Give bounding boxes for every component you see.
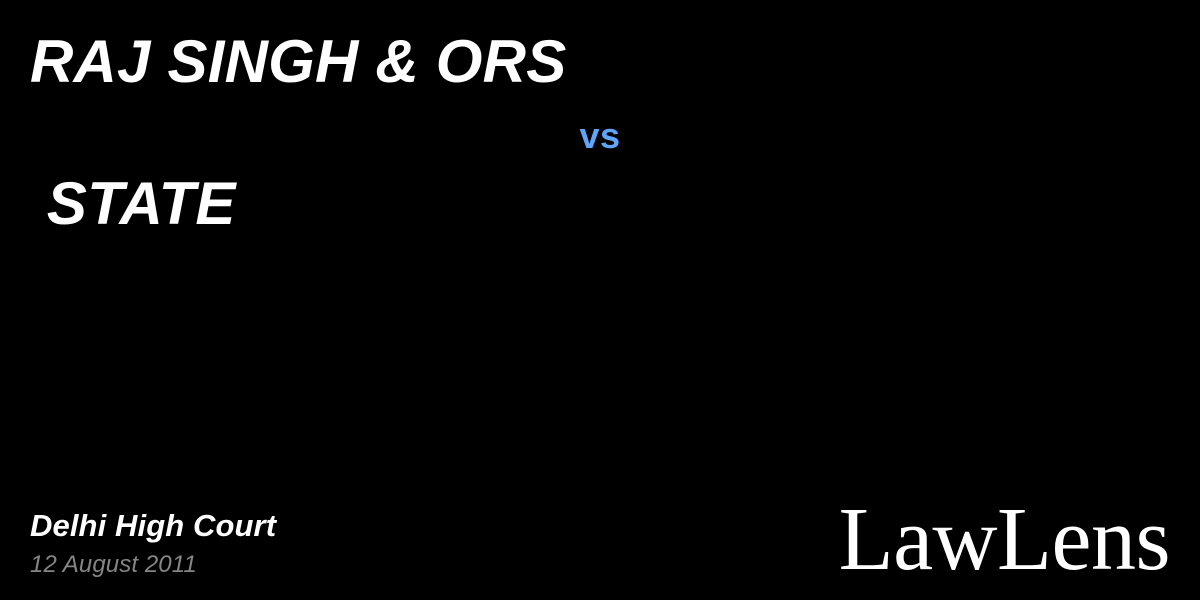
court-info: Delhi High Court 12 August 2011 — [30, 507, 277, 578]
brand-area: LawLens — [838, 489, 1171, 589]
respondent-name: STATE — [30, 170, 236, 237]
versus-row: vs — [0, 118, 1200, 154]
petitioner-name: RAJ SINGH & ORS — [30, 28, 567, 95]
lawlens-logo: LawLens — [838, 489, 1171, 589]
versus-label: vs — [579, 115, 621, 156]
court-name: Delhi High Court — [30, 507, 277, 543]
card-footer: Delhi High Court 12 August 2011 LawLens — [0, 460, 1200, 600]
judgment-date: 12 August 2011 — [30, 550, 197, 578]
